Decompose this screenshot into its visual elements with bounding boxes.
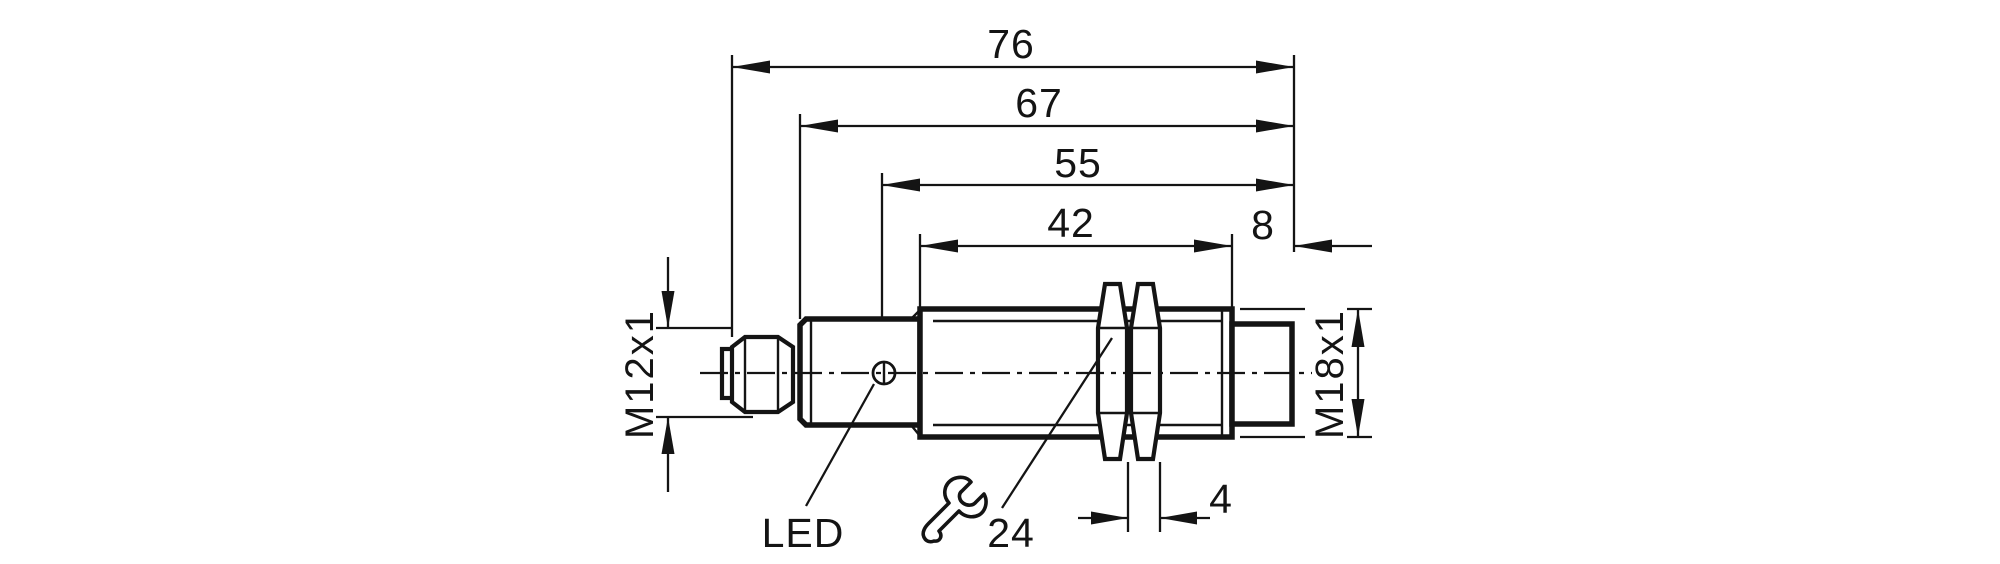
dim-8-value: 8 <box>1251 202 1275 248</box>
dimension-4: 4 <box>1078 476 1233 525</box>
sensor-body <box>700 281 1312 462</box>
dimension-55: 55 <box>882 140 1294 192</box>
callouts: LED 24 <box>762 337 1113 556</box>
connector-hex <box>729 334 796 415</box>
dimension-m18: M18x1 <box>1308 309 1365 439</box>
dim-42-value: 42 <box>1047 200 1095 246</box>
dim-55-value: 55 <box>1054 140 1102 186</box>
wrench-size-label: 24 <box>987 510 1035 556</box>
extension-lines <box>656 55 1372 532</box>
dimension-76: 76 <box>732 21 1294 74</box>
dimension-m12: M12x1 <box>618 257 675 492</box>
barrel-chamfer-top <box>910 309 921 320</box>
dimension-67: 67 <box>800 80 1294 133</box>
wrench-icon <box>921 475 988 544</box>
dimension-42: 42 <box>920 200 1232 253</box>
dim-67-value: 67 <box>1015 80 1063 126</box>
dimension-8: 8 <box>1251 202 1372 253</box>
wrench-leader-line <box>1001 337 1113 509</box>
led-label: LED <box>762 510 845 556</box>
lock-nut-right <box>1128 281 1163 462</box>
lock-nut-left <box>1095 281 1130 462</box>
barrel-chamfer-bottom <box>910 424 921 437</box>
dim-4-value: 4 <box>1209 476 1233 522</box>
led-leader-line <box>804 383 876 507</box>
dim-76-value: 76 <box>987 21 1035 67</box>
connector-thread-label: M12x1 <box>618 309 662 439</box>
barrel-thread-label: M18x1 <box>1308 309 1352 439</box>
